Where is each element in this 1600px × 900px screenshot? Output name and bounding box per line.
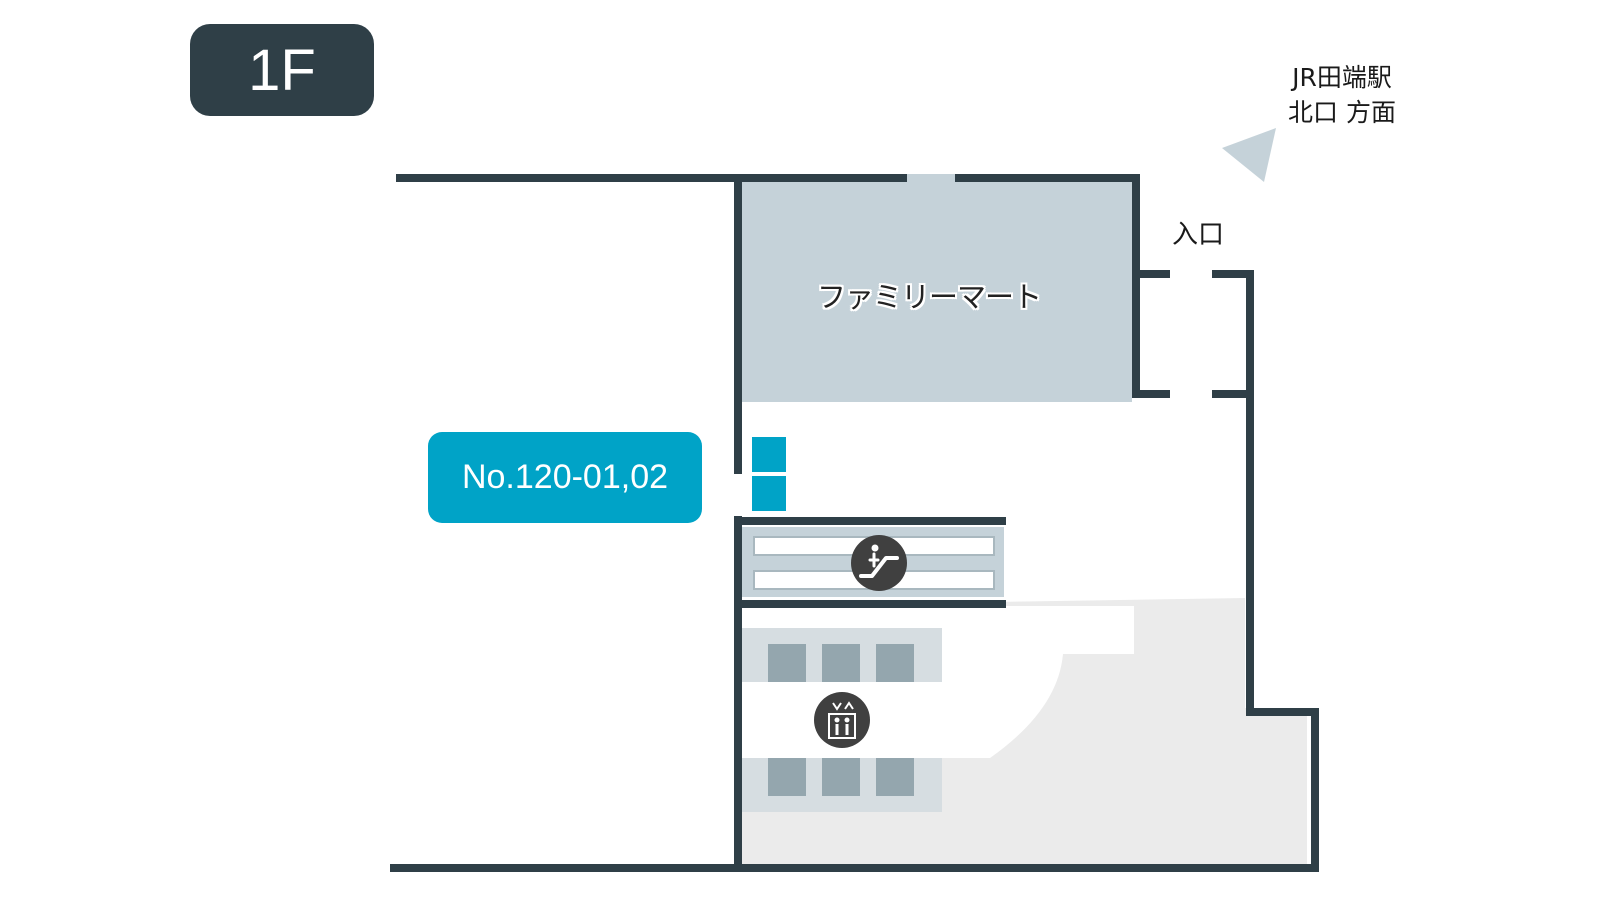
- floor-badge: 1F: [190, 24, 374, 116]
- walls: [390, 174, 1319, 872]
- store-name: ファミリーマート: [816, 280, 1042, 314]
- direction-line-1: JR田端駅: [1292, 63, 1392, 92]
- elevator-cabins: [768, 644, 914, 796]
- unit-label[interactable]: No.120-01,02: [428, 432, 702, 523]
- elevator-cabin: [768, 644, 806, 682]
- elevator-cabin: [822, 758, 860, 796]
- entrance-label: 入口: [1171, 220, 1224, 250]
- elevator-cabin: [876, 758, 914, 796]
- escalator-icon: [851, 535, 907, 591]
- elevator-cabin: [768, 758, 806, 796]
- store-area: [742, 180, 1132, 402]
- unit-120-02[interactable]: [752, 476, 786, 511]
- elevator-icon: [814, 692, 870, 748]
- unit-120-01[interactable]: [752, 437, 786, 472]
- direction-arrow-icon: [1222, 128, 1276, 182]
- store-door: [903, 174, 955, 186]
- elevator-cabin: [822, 644, 860, 682]
- direction-label: JR田端駅 北口 方面: [1262, 60, 1422, 130]
- unit-label-text: No.120-01,02: [461, 458, 669, 496]
- floor-label: 1F: [248, 37, 316, 103]
- direction-line-2: 北口 方面: [1288, 98, 1396, 127]
- elevator-cabin: [876, 644, 914, 682]
